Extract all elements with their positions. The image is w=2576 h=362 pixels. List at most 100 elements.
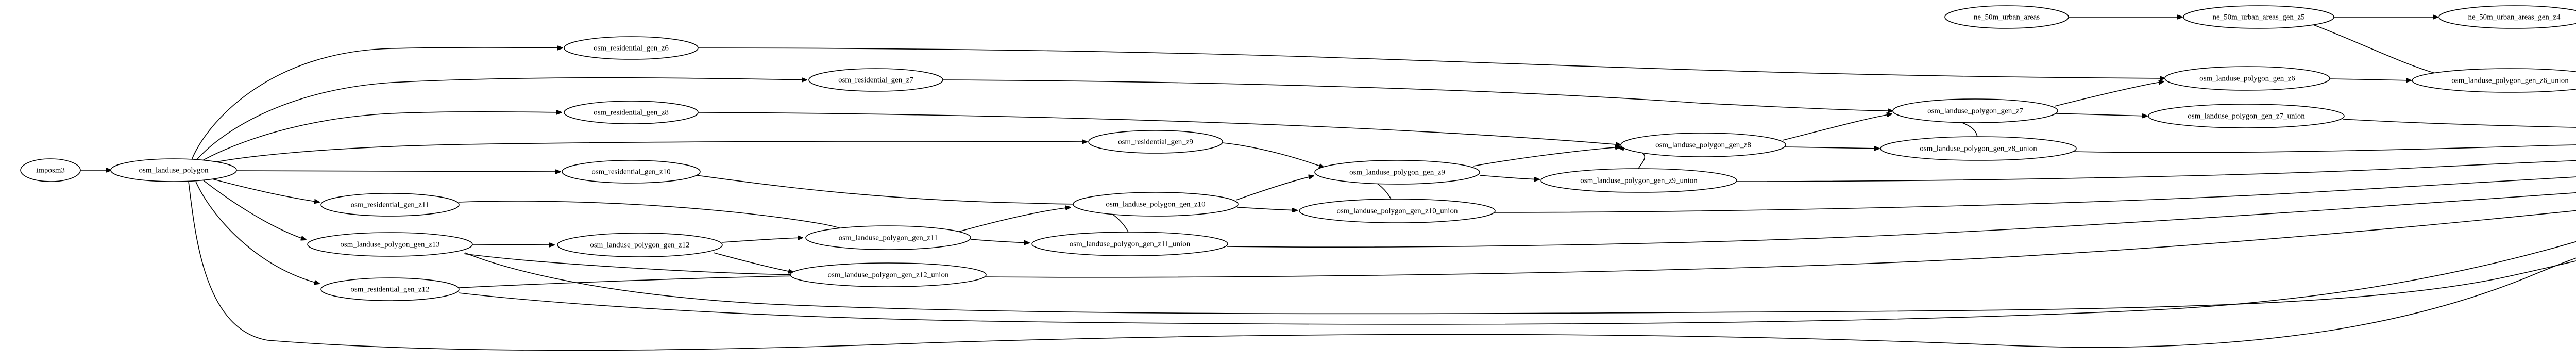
node-osm_landuse_polygon_gen_z8[interactable]: osm_landuse_polygon_gen_z8 [1620, 133, 1786, 157]
node-imposm3[interactable]: imposm3 [20, 158, 81, 182]
node-osm_residential_gen_z10[interactable]: osm_residential_gen_z10 [562, 160, 701, 184]
node-label: osm_landuse_polygon_gen_z10 [1106, 200, 1205, 208]
edge-osm_landuse_polygon_gen_z9_union-to-table_z8 [1736, 160, 2576, 182]
edge-osm_landuse_polygon_gen_z6-to-osm_landuse_polygon_gen_z6_union [2329, 79, 2411, 80]
edge-osm_landuse_polygon_gen_z7_union-to-table_z6 [2343, 119, 2576, 128]
node-ellipse[interactable] [1073, 192, 1239, 217]
edge-osm_residential_gen_z10-to-osm_landuse_polygon_gen_z10 [696, 175, 1087, 204]
node-ne_50m_urban_areas[interactable]: ne_50m_urban_areas [1944, 5, 2069, 29]
edge-osm_landuse_polygon-to-osm_residential_gen_z12 [195, 181, 319, 284]
node-ellipse[interactable] [562, 160, 701, 184]
node-ellipse[interactable] [1880, 136, 2077, 161]
edge-osm_landuse_polygon-to-osm_residential_gen_z10 [236, 171, 561, 172]
edge-osm_residential_gen_z7-to-osm_landuse_polygon_gen_z7 [942, 79, 1893, 111]
node-ellipse[interactable] [1088, 130, 1223, 154]
edge-osm_landuse_polygon_gen_z10_union-to-table_z9 [1494, 176, 2576, 213]
edge-osm_landuse_polygon-to-osm_residential_gen_z6 [191, 47, 563, 160]
edge-osm_landuse_polygon_gen_z7-to-osm_landuse_polygon_gen_z7_union [2055, 113, 2147, 116]
node-ellipse[interactable] [1540, 168, 1737, 193]
node-osm_landuse_polygon_gen_z6[interactable]: osm_landuse_polygon_gen_z6 [2164, 66, 2330, 91]
edge-osm_landuse_polygon_gen_z11_union-to-table_z10 [1227, 192, 2576, 248]
node-label: osm_landuse_polygon [139, 166, 209, 174]
node-label: osm_landuse_polygon_gen_z6 [2199, 74, 2295, 83]
node-osm_landuse_polygon_gen_z8_union[interactable]: osm_landuse_polygon_gen_z8_union [1880, 136, 2077, 161]
node-ellipse[interactable] [1314, 160, 1480, 185]
node-ellipse[interactable] [1944, 5, 2069, 29]
node-label: osm_landuse_polygon_gen_z7_union [2188, 112, 2305, 120]
node-ellipse[interactable] [2148, 104, 2345, 128]
node-osm_landuse_polygon_gen_z7[interactable]: osm_landuse_polygon_gen_z7 [1892, 98, 2058, 123]
node-osm_residential_gen_z7[interactable]: osm_residential_gen_z7 [808, 68, 943, 92]
node-ellipse[interactable] [557, 233, 723, 257]
node-label: osm_residential_gen_z10 [591, 168, 670, 176]
edge-ne_50m_urban_areas_gen_z5-to-osm_landuse_polygon_gen_z6_union [2313, 24, 2461, 78]
node-ellipse[interactable] [1620, 133, 1786, 157]
node-label: osm_residential_gen_z7 [838, 76, 913, 84]
edge-osm_landuse_polygon_gen_z12_union-to-table_z11 [985, 210, 2576, 278]
edge-osm_landuse_polygon_gen_z12-to-osm_landuse_polygon_gen_z12_union [713, 252, 793, 272]
edge-osm_landuse_polygon-to-osm_residential_gen_z11 [210, 178, 319, 202]
node-label: osm_landuse_polygon_gen_z7 [1927, 107, 2023, 115]
node-ellipse[interactable] [805, 225, 971, 250]
node-ellipse[interactable] [1892, 98, 2058, 123]
edge-osm_landuse_polygon-to-osm_residential_gen_z8 [199, 112, 562, 162]
edge-osm_landuse_polygon_gen_z11-to-osm_landuse_polygon_gen_z10 [957, 207, 1071, 233]
node-ellipse[interactable] [2183, 5, 2334, 29]
node-osm_landuse_polygon_gen_z11[interactable]: osm_landuse_polygon_gen_z11 [805, 225, 971, 250]
edge-osm_residential_gen_z12-to-table_z12 [458, 241, 2576, 325]
node-ellipse[interactable] [2438, 5, 2576, 29]
node-ellipse[interactable] [307, 232, 473, 257]
node-osm_landuse_polygon_gen_z9_union[interactable]: osm_landuse_polygon_gen_z9_union [1540, 168, 1737, 193]
node-osm_landuse_polygon_gen_z12_union[interactable]: osm_landuse_polygon_gen_z12_union [790, 262, 987, 287]
node-label: osm_landuse_polygon_gen_z10_union [1337, 207, 1458, 215]
node-label: osm_landuse_polygon_gen_z8_union [1920, 144, 2037, 153]
edge-osm_landuse_polygon_gen_z12-to-osm_landuse_polygon_gen_z11 [722, 238, 803, 243]
edge-osm_residential_gen_z6-to-osm_landuse_polygon_gen_z6 [698, 47, 2165, 78]
node-ellipse[interactable] [808, 68, 943, 92]
edge-osm_landuse_polygon_gen_z11-to-osm_landuse_polygon_gen_z11_union [970, 239, 1029, 243]
node-ellipse[interactable] [790, 262, 987, 287]
edge-osm_landuse_polygon-to-osm_residential_gen_z9 [206, 141, 1087, 164]
node-label: osm_landuse_polygon_gen_z8 [1655, 141, 1751, 149]
node-osm_landuse_polygon_gen_z10[interactable]: osm_landuse_polygon_gen_z10 [1073, 192, 1239, 217]
node-osm_residential_gen_z11[interactable]: osm_residential_gen_z11 [320, 193, 460, 217]
node-osm_landuse_polygon_gen_z6_union[interactable]: osm_landuse_polygon_gen_z6_union [2412, 68, 2576, 93]
edge-osm_landuse_polygon_gen_z13-to-osm_landuse_polygon_gen_z12 [472, 244, 554, 245]
edge-osm_landuse_polygon_gen_z10-to-osm_landuse_polygon_gen_z9 [1235, 176, 1314, 201]
node-ellipse[interactable] [320, 193, 460, 217]
node-label: ne_50m_urban_areas_gen_z5 [2212, 13, 2304, 21]
node-osm_landuse_polygon_gen_z9[interactable]: osm_landuse_polygon_gen_z9 [1314, 160, 1480, 185]
node-osm_residential_gen_z8[interactable]: osm_residential_gen_z8 [564, 101, 699, 124]
node-ellipse[interactable] [20, 158, 81, 182]
node-osm_landuse_polygon_gen_z7_union[interactable]: osm_landuse_polygon_gen_z7_union [2148, 104, 2345, 128]
edge-osm_landuse_polygon_gen_z9-to-osm_landuse_polygon_gen_z9_union [1479, 175, 1539, 179]
node-ellipse[interactable] [2412, 68, 2576, 93]
node-osm_landuse_polygon[interactable]: osm_landuse_polygon [110, 158, 237, 182]
node-ellipse[interactable] [564, 101, 699, 124]
edge-osm_residential_gen_z8-to-osm_landuse_polygon_gen_z8 [698, 112, 1621, 145]
edge-osm_landuse_polygon_gen_z10-to-osm_landuse_polygon_gen_z10_union [1236, 207, 1297, 210]
node-label: imposm3 [36, 166, 65, 174]
node-label: ne_50m_urban_areas [1974, 13, 2040, 21]
node-osm_residential_gen_z9[interactable]: osm_residential_gen_z9 [1088, 130, 1223, 154]
node-ellipse[interactable] [110, 158, 237, 182]
node-osm_landuse_polygon_gen_z10_union[interactable]: osm_landuse_polygon_gen_z10_union [1299, 199, 1496, 223]
node-ellipse[interactable] [1031, 232, 1228, 256]
node-ellipse[interactable] [2164, 66, 2330, 91]
node-ne_50m_urban_areas_gen_z4[interactable]: ne_50m_urban_areas_gen_z4 [2438, 5, 2576, 29]
node-ne_50m_urban_areas_gen_z5[interactable]: ne_50m_urban_areas_gen_z5 [2183, 5, 2334, 29]
node-ellipse[interactable] [1299, 199, 1496, 223]
node-label: osm_landuse_polygon_gen_z12 [590, 241, 689, 249]
node-osm_landuse_polygon_gen_z12[interactable]: osm_landuse_polygon_gen_z12 [557, 233, 723, 257]
node-label: osm_residential_gen_z8 [594, 108, 669, 117]
node-ellipse[interactable] [564, 36, 699, 60]
node-osm_landuse_polygon_gen_z11_union[interactable]: osm_landuse_polygon_gen_z11_union [1031, 232, 1228, 256]
node-label: osm_residential_gen_z12 [350, 285, 429, 293]
node-osm_residential_gen_z6[interactable]: osm_residential_gen_z6 [564, 36, 699, 60]
node-osm_residential_gen_z12[interactable]: osm_residential_gen_z12 [320, 277, 460, 301]
node-ellipse[interactable] [320, 277, 460, 301]
node-osm_landuse_polygon_gen_z13[interactable]: osm_landuse_polygon_gen_z13 [307, 232, 473, 257]
edge-osm_landuse_polygon_gen_z9-to-osm_landuse_polygon_gen_z8 [1473, 147, 1620, 167]
